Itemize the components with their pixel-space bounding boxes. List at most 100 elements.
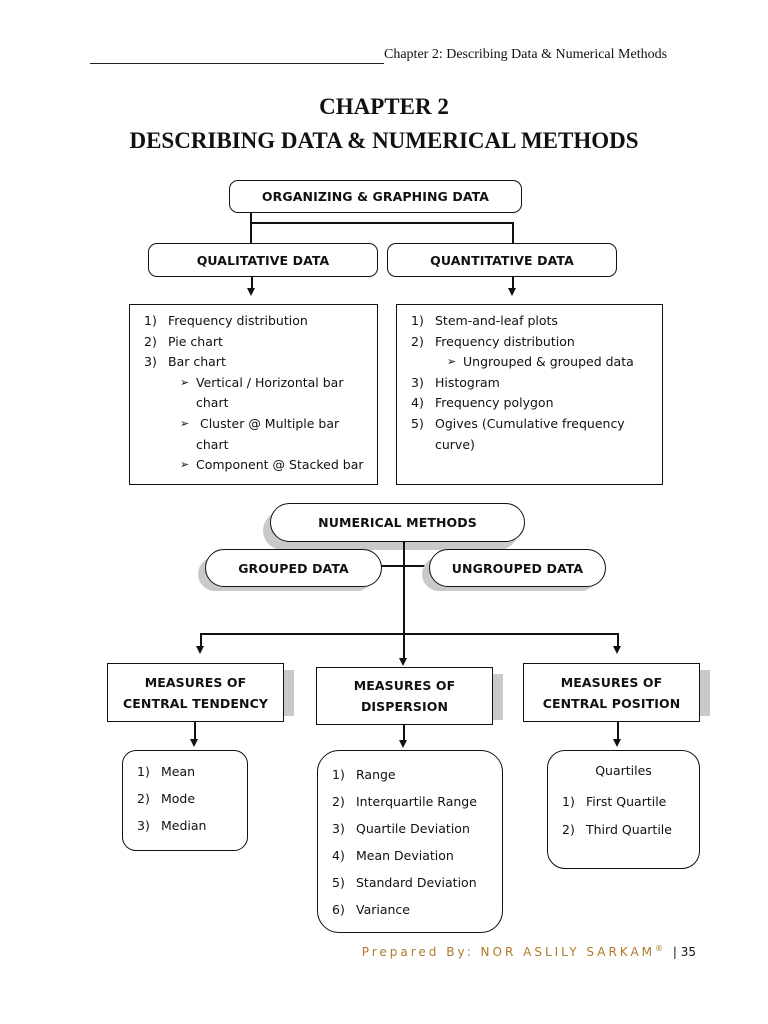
item-number: 6) [332, 902, 345, 917]
box-label-line: MEASURES OF [353, 678, 456, 693]
box-label-line: CENTRAL POSITION [542, 695, 681, 711]
item-text: Variance [356, 902, 410, 917]
dispersion-box: MEASURES OF DISPERSION [316, 667, 493, 725]
item-number: 5) [411, 415, 424, 431]
sub-list-item: ➢ Ungrouped & grouped data [411, 352, 652, 373]
item-text: Standard Deviation [356, 875, 477, 890]
item-text: Bar chart [168, 354, 226, 370]
item-text: Frequency polygon [435, 395, 554, 411]
item-number: 2) [411, 333, 424, 349]
item-text-continued: chart [196, 436, 229, 452]
item-text: Stem-and-leaf plots [435, 313, 558, 328]
list-item: 1)Range [332, 761, 490, 788]
arrow-down-icon [247, 288, 255, 296]
arrow-bullet-icon: ➢ [447, 355, 457, 369]
arrow-down-icon [613, 646, 621, 654]
list-item: 4)Frequency polygon [411, 393, 652, 414]
sub-list-item: ➢ Component @ Stacked bar [144, 455, 367, 476]
item-number: 3) [411, 374, 424, 390]
quantitative-label: QUANTITATIVE DATA [430, 252, 574, 268]
item-text: Component @ Stacked bar [196, 457, 364, 473]
connector [403, 725, 405, 741]
connector [617, 633, 619, 647]
item-text: Ungrouped & grouped data [463, 354, 634, 370]
item-number: 2) [332, 794, 345, 809]
item-number: 5) [332, 875, 345, 890]
footer: Prepared By: NOR ASLILY SARKAM® | 35 [362, 944, 696, 959]
item-text: Ogives (Cumulative frequency curve) [435, 415, 625, 452]
registered-mark: ® [655, 944, 667, 953]
sub-list-item: ➢ Cluster @ Multiple bar [144, 414, 367, 435]
central-tendency-list: 1) Mean 2)Mode 3) Median [122, 750, 248, 851]
connector [200, 633, 202, 647]
connector [512, 222, 514, 244]
qualitative-label: QUALITATIVE DATA [196, 252, 330, 268]
box-label-line: CENTRAL TENDENCY [122, 695, 269, 711]
ungrouped-data-label: UNGROUPED DATA [451, 560, 584, 576]
arrow-down-icon [399, 740, 407, 748]
connector [194, 722, 196, 740]
connector [512, 277, 514, 289]
arrow-down-icon [399, 658, 407, 666]
list-item: 2)Interquartile Range [332, 788, 490, 815]
chapter-number: CHAPTER 2 [319, 94, 449, 119]
dispersion-list: 1)Range 2)Interquartile Range 3) Quartile… [317, 750, 503, 933]
list-item: 1) Stem-and-leaf plots [411, 311, 652, 332]
connector [617, 722, 619, 740]
item-text: Histogram [435, 374, 500, 390]
arrow-bullet-icon: ➢ [180, 416, 190, 430]
item-number: 3) [332, 821, 345, 836]
item-text: Vertical / Horizontal bar [196, 374, 344, 390]
item-text-continued: chart [196, 395, 229, 411]
list-item: 5) Standard Deviation [332, 869, 490, 896]
item-number: 1) [137, 764, 150, 779]
item-number: 1) [411, 313, 424, 328]
list-item: 2)Frequency distribution [411, 332, 652, 353]
grouped-data-label: GROUPED DATA [238, 560, 349, 576]
item-text: Mean [161, 764, 196, 779]
sub-list-item: ➢ Vertical / Horizontal bar [144, 373, 367, 394]
item-number: 3) [144, 354, 157, 370]
quartiles-heading: Quartiles [595, 763, 652, 778]
arrow-bullet-icon: ➢ [180, 375, 190, 389]
list-item: 2) Pie chart [144, 332, 367, 353]
list-item: 2)Mode [137, 785, 235, 812]
numerical-root-label: NUMERICAL METHODS [318, 515, 477, 530]
item-number: 2) [144, 333, 157, 349]
qualitative-box: QUALITATIVE DATA [148, 243, 378, 277]
item-number: 1) [144, 313, 157, 328]
arrow-down-icon [190, 739, 198, 747]
quantitative-box: QUANTITATIVE DATA [387, 243, 617, 277]
item-number: 1) [562, 794, 575, 809]
item-text: Mean Deviation [356, 848, 454, 863]
qualitative-list: 1)Frequency distribution 2) Pie chart 3) B… [129, 304, 378, 485]
list-item: 3) Bar chart [144, 352, 367, 373]
connector [250, 222, 513, 224]
item-text: Median [161, 818, 207, 833]
list-item: 1)Frequency distribution [144, 311, 367, 332]
item-text: Pie chart [168, 333, 223, 349]
connector [380, 565, 430, 567]
item-text: Third Quartile [586, 822, 672, 837]
list-item: 3) Median [137, 812, 235, 839]
arrow-bullet-icon: ➢ [180, 458, 190, 472]
numerical-root-box: NUMERICAL METHODS [270, 503, 525, 542]
running-title: Chapter 2: Describing Data & Numerical M… [384, 47, 668, 62]
connector [251, 277, 253, 289]
connector [403, 542, 405, 660]
item-text: Quartile Deviation [356, 821, 470, 836]
central-tendency-box: MEASURES OF CENTRAL TENDENCY [107, 663, 284, 722]
item-number: 2) [562, 822, 575, 837]
shadow [700, 670, 710, 716]
item-text: Mode [161, 791, 196, 806]
box-label-line: DISPERSION [360, 699, 449, 714]
item-number: 1) [332, 767, 345, 782]
list-item: 1) Mean [137, 758, 235, 785]
list-item: 3) Quartile Deviation [332, 815, 490, 842]
central-position-box: MEASURES OF CENTRAL POSITION [523, 663, 700, 722]
list-item: 6) Variance [332, 896, 490, 923]
prepared-by: Prepared By: NOR ASLILY SARKAM [361, 945, 656, 959]
box-label-line: MEASURES OF [560, 674, 663, 690]
item-number: 3) [137, 818, 150, 833]
chapter-title: DESCRIBING DATA & NUMERICAL METHODS [129, 128, 639, 153]
